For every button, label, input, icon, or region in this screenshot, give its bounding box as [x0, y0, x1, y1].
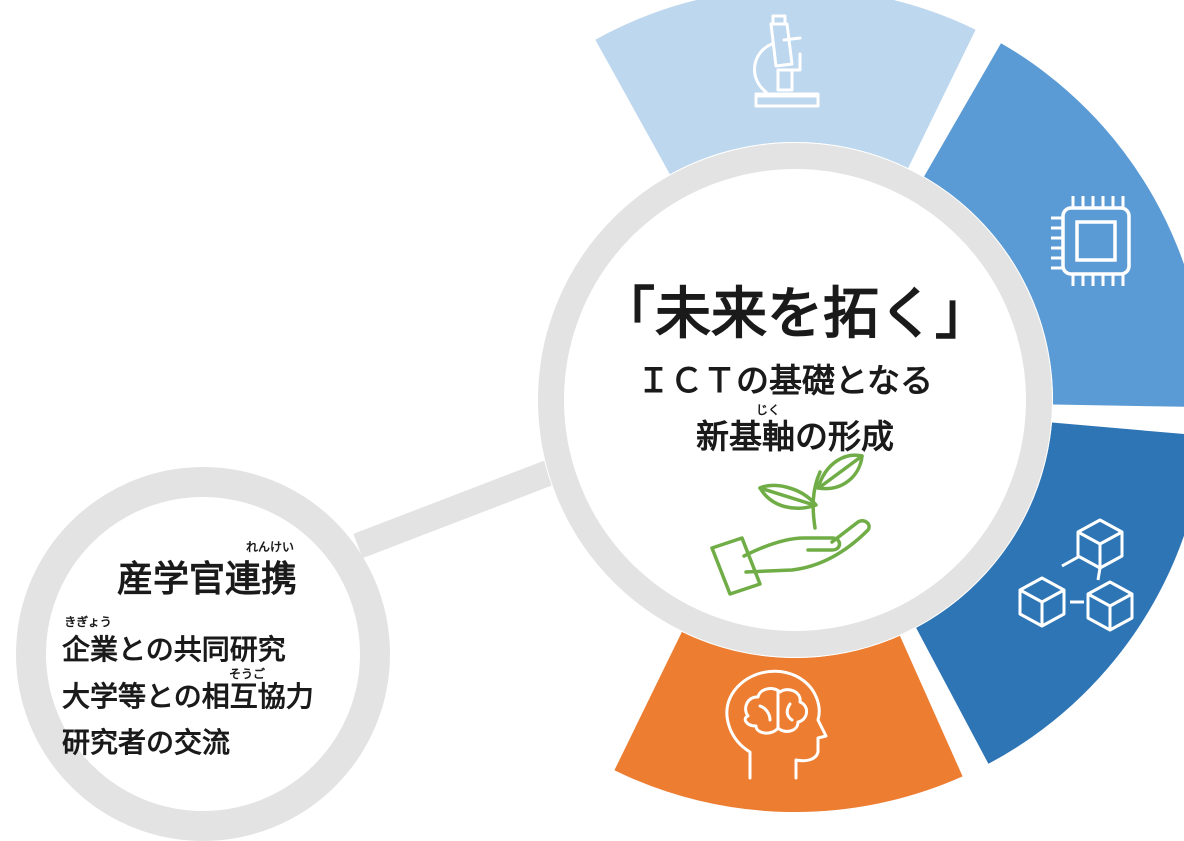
left-node-item-3: 研究者の交流: [62, 726, 230, 759]
left-node-item-2: 大学等との相互協力: [62, 680, 314, 713]
ring-segment-hardware: [924, 43, 1184, 407]
cubes-icon: [1018, 518, 1134, 632]
ruby-renkei: れんけい: [246, 540, 294, 554]
left-node-ring: [16, 467, 390, 841]
center-subtitle-line1: ＩＣＴの基礎となる: [637, 361, 933, 400]
ring-segment-network: [916, 422, 1184, 764]
ring-segment-research: [595, 0, 976, 175]
left-node-item-1: 企業との共同研究: [62, 633, 286, 666]
ring-segments: [595, 0, 1184, 813]
center-subtitle-line2: 新基軸の形成: [696, 417, 894, 456]
ring-segment-intelligence: [614, 631, 963, 813]
microscope-icon: [753, 14, 820, 108]
ruby-kigyou: きぎょう: [64, 614, 111, 629]
chip-icon: [1051, 196, 1131, 286]
brain-head-icon: [725, 669, 828, 780]
ruby-sougo: そうご: [229, 666, 266, 681]
center-hub-fill: [537, 142, 1053, 658]
connector-bar: [353, 457, 561, 559]
center-hub-ring: [538, 143, 1052, 657]
left-node-title: 産学官連携: [117, 558, 297, 600]
ruby-jiku: じく: [756, 403, 780, 417]
plant-in-hand-icon: [710, 453, 871, 596]
center-title: 「未来を拓く」: [599, 282, 991, 347]
